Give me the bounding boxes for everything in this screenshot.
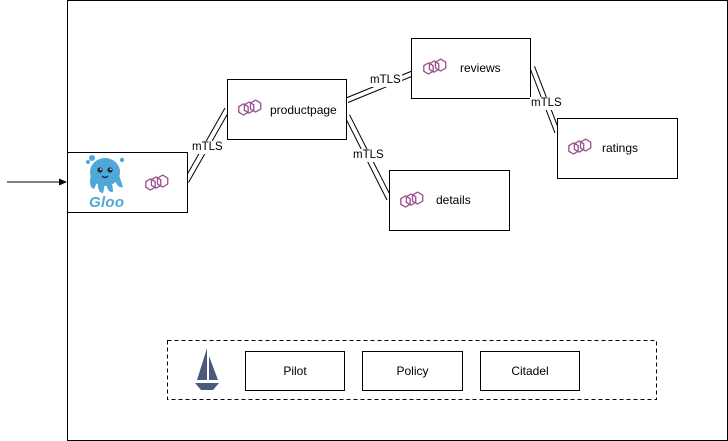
citadel-label: Citadel: [511, 364, 549, 378]
edge-label-reviews-ratings: mTLS: [530, 97, 563, 110]
gloo-logo-text: Gloo: [89, 194, 125, 211]
service-label: reviews: [460, 61, 501, 75]
gloo-octopus-icon: [86, 155, 125, 193]
pilot-label: Pilot: [283, 364, 307, 378]
envoy-sidecar-icon: [566, 137, 594, 158]
service-productpage[interactable]: productpage: [227, 79, 347, 140]
control-plane-pilot[interactable]: Pilot: [245, 351, 345, 391]
envoy-sidecar-icon: [236, 98, 264, 119]
edge-label-gateway-productpage: mTLS: [191, 141, 224, 154]
control-plane-policy[interactable]: Policy: [362, 351, 463, 391]
service-details[interactable]: details: [389, 170, 510, 231]
envoy-sidecar-icon: [398, 190, 426, 211]
envoy-sidecar-icon: [421, 57, 449, 78]
policy-label: Policy: [396, 364, 429, 378]
gateway-box[interactable]: Gloo: [67, 152, 188, 213]
service-label: ratings: [602, 141, 639, 155]
control-plane-citadel[interactable]: Citadel: [480, 351, 580, 391]
service-label: details: [436, 193, 471, 207]
service-reviews[interactable]: reviews: [411, 38, 531, 99]
envoy-sidecar-icon: [143, 173, 171, 194]
istio-sail-icon: [195, 348, 219, 390]
service-label: productpage: [270, 103, 337, 117]
edge-label-productpage-reviews: mTLS: [369, 74, 402, 87]
service-ratings[interactable]: ratings: [557, 118, 678, 179]
edge-label-productpage-details: mTLS: [352, 149, 385, 162]
control-plane-container: [167, 340, 657, 400]
ingress-arrow: [7, 178, 67, 186]
